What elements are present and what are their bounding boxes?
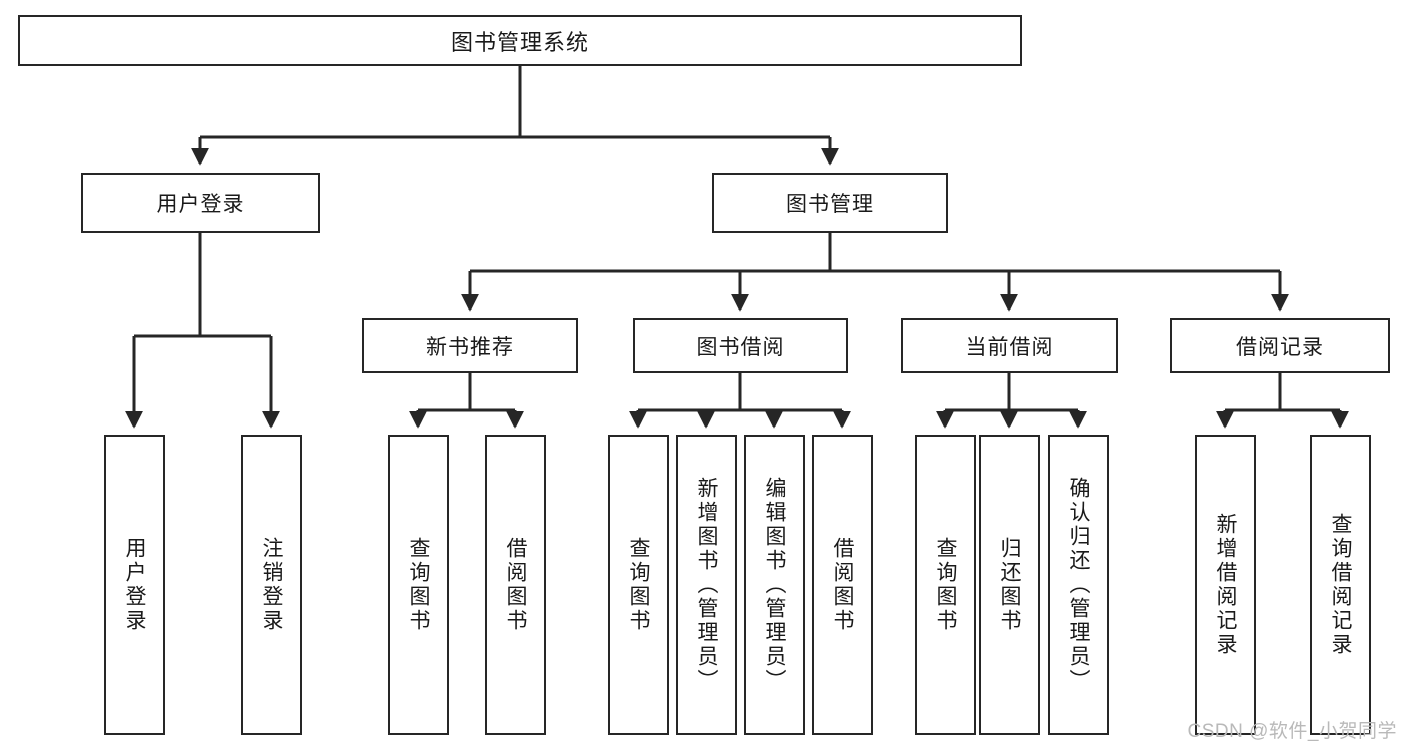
node-label: 图书管理系统	[450, 29, 589, 55]
leaf-current-return-book[interactable]: 归还图书	[979, 435, 1040, 735]
node-label: 借阅图书	[504, 537, 527, 633]
node-label: 用户登录	[123, 537, 146, 633]
node-label: 编辑图书（管理员）	[763, 477, 786, 693]
node-label: 借阅图书	[831, 537, 854, 633]
leaf-current-query-book[interactable]: 查询图书	[915, 435, 976, 735]
node-label: 用户登录	[156, 193, 245, 216]
node-label: 确认归还（管理员）	[1067, 477, 1090, 693]
node-label: 新书推荐	[426, 335, 514, 359]
leaf-record-query-record[interactable]: 查询借阅记录	[1310, 435, 1371, 735]
leaf-borrow-borrow-book[interactable]: 借阅图书	[812, 435, 873, 735]
node-label: 查询图书	[407, 537, 430, 633]
node-label: 新增图书（管理员）	[695, 477, 718, 693]
node-book-management[interactable]: 图书管理	[712, 173, 948, 233]
node-label: 注销登录	[260, 537, 283, 633]
node-label: 图书管理	[786, 193, 874, 216]
node-label: 查询借阅记录	[1329, 513, 1352, 657]
leaf-borrow-add-book[interactable]: 新增图书（管理员）	[676, 435, 737, 735]
leaf-recommend-borrow-book[interactable]: 借阅图书	[485, 435, 546, 735]
leaf-user-login-signout[interactable]: 注销登录	[241, 435, 302, 735]
csdn-watermark: CSDN @软件_小贺同学	[1187, 721, 1397, 742]
leaf-current-confirm-return[interactable]: 确认归还（管理员）	[1048, 435, 1109, 735]
node-new-book-recommend[interactable]: 新书推荐	[362, 318, 578, 373]
leaf-record-add-record[interactable]: 新增借阅记录	[1195, 435, 1256, 735]
node-label: 新增借阅记录	[1214, 513, 1237, 657]
node-book-borrow[interactable]: 图书借阅	[633, 318, 848, 373]
node-user-login[interactable]: 用户登录	[81, 173, 320, 233]
node-label: 归还图书	[998, 537, 1021, 633]
node-label: 图书借阅	[696, 335, 785, 359]
node-borrow-record[interactable]: 借阅记录	[1170, 318, 1390, 373]
node-label: 借阅记录	[1236, 335, 1324, 359]
node-label: 查询图书	[627, 537, 650, 633]
node-current-borrow[interactable]: 当前借阅	[901, 318, 1118, 373]
leaf-recommend-query-book[interactable]: 查询图书	[388, 435, 449, 735]
leaf-borrow-edit-book[interactable]: 编辑图书（管理员）	[744, 435, 805, 735]
node-label: 当前借阅	[965, 335, 1054, 359]
leaf-user-login-signin[interactable]: 用户登录	[104, 435, 165, 735]
node-root-system[interactable]: 图书管理系统	[18, 15, 1022, 66]
leaf-borrow-query-book[interactable]: 查询图书	[608, 435, 669, 735]
node-label: 查询图书	[934, 537, 957, 633]
